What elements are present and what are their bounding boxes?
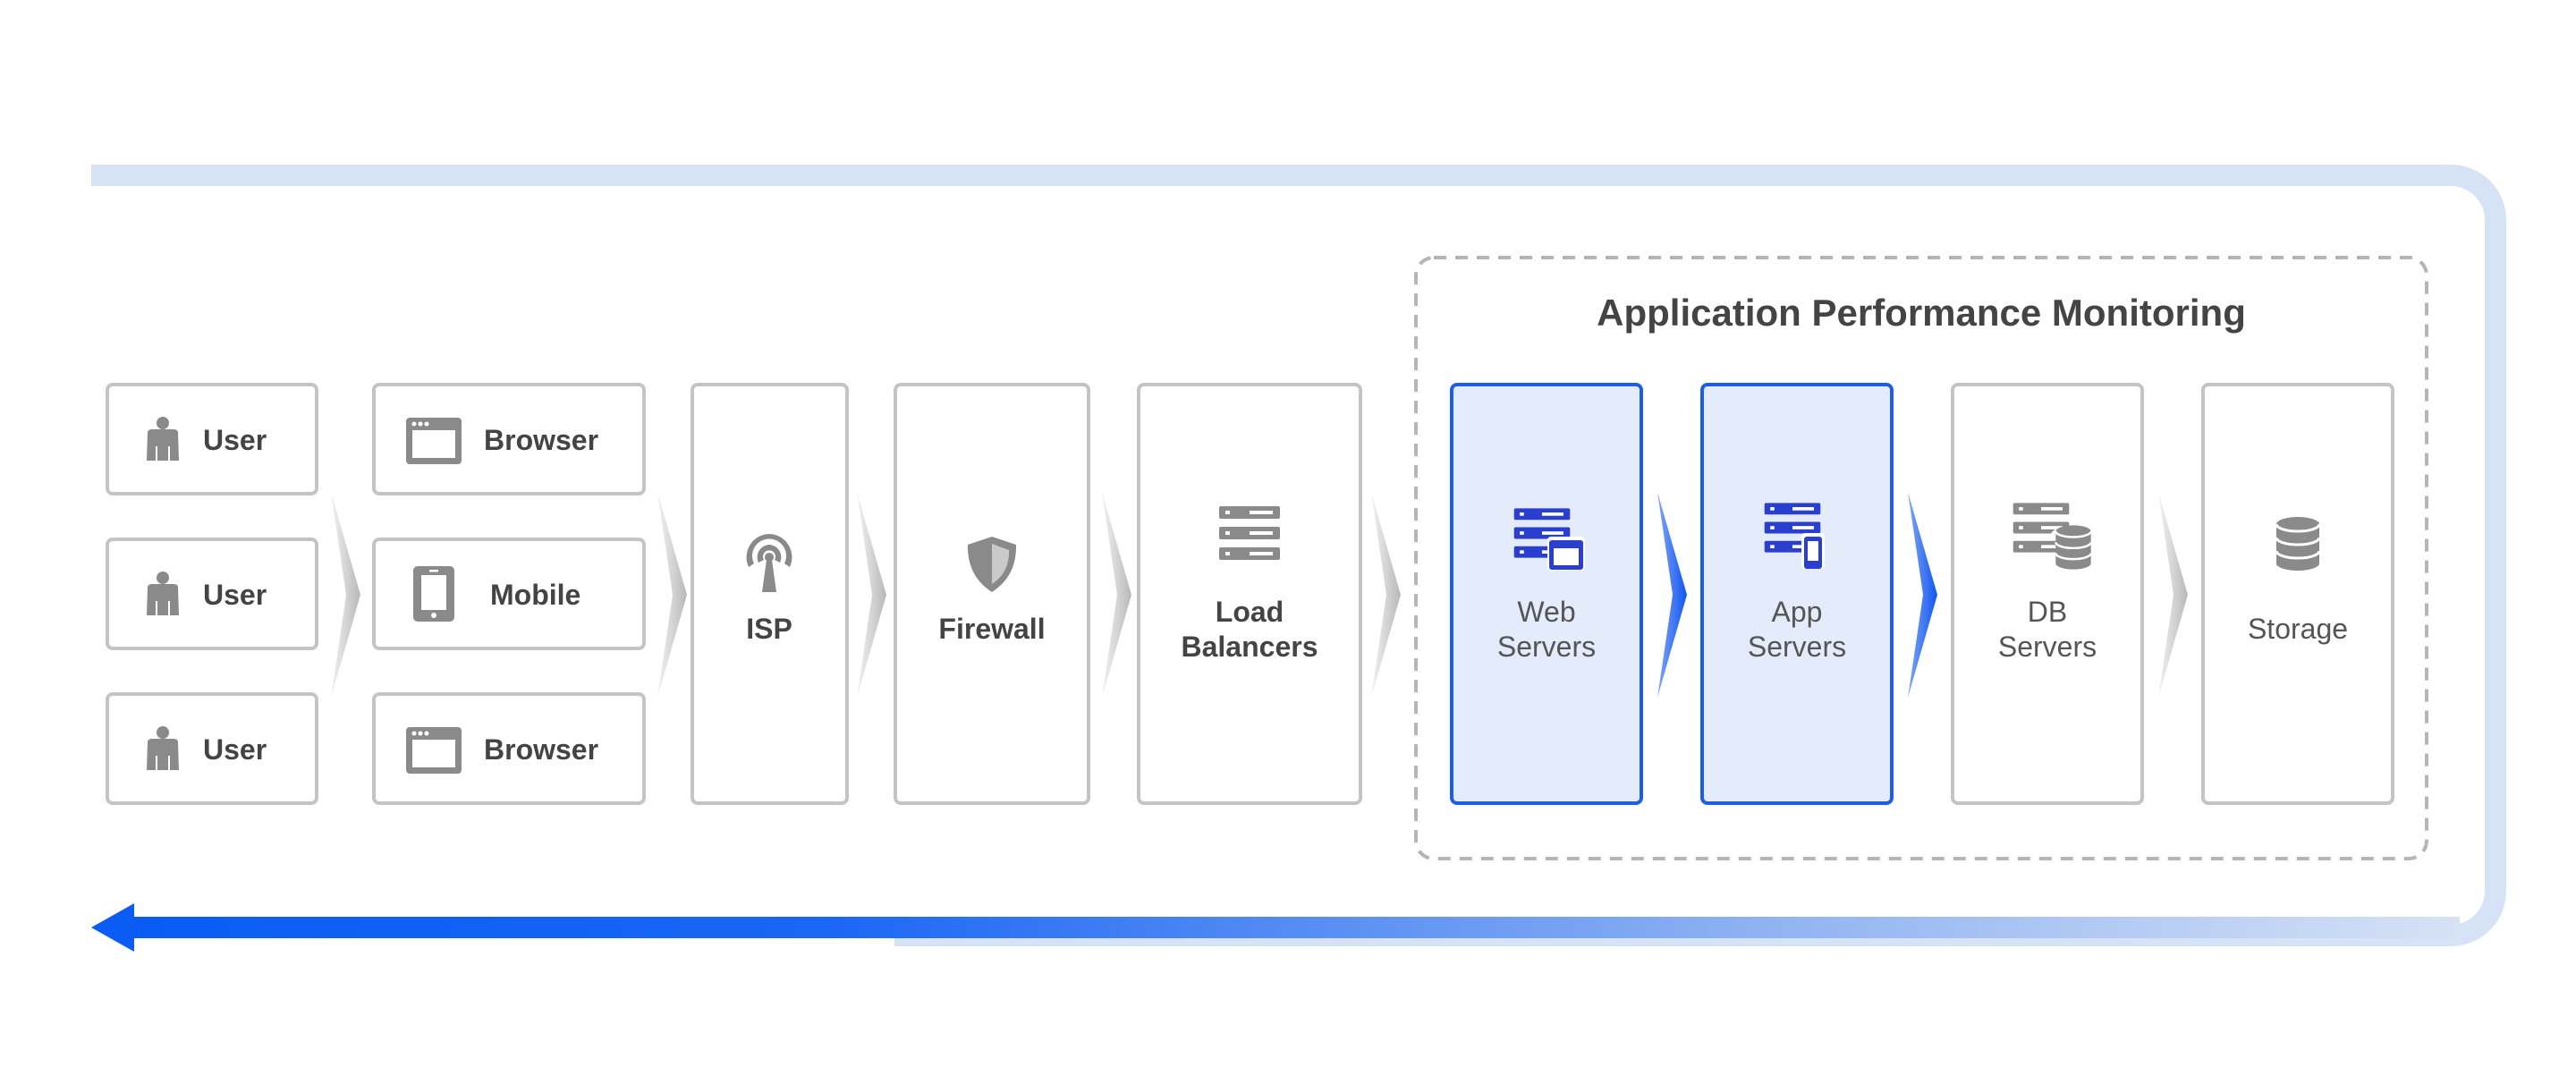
browser-box: Browser xyxy=(372,383,646,495)
apm-region xyxy=(1414,256,2428,860)
storage-box: Storage xyxy=(2201,383,2394,805)
server-rack-icon xyxy=(1219,506,1280,560)
db-servers-label-line2: Servers xyxy=(1998,631,2097,663)
app-servers-label-line2: Servers xyxy=(1748,631,1846,663)
return-arrow-line xyxy=(125,917,2460,938)
isp-label: ISP xyxy=(746,613,792,645)
chevron-gray-icon xyxy=(331,492,360,698)
app-server-icon xyxy=(1764,503,1825,569)
browser-label: Browser xyxy=(484,424,598,456)
web-server-icon xyxy=(1513,508,1585,571)
load-balancers-label-line2: Balancers xyxy=(1182,631,1318,663)
user-box: User xyxy=(106,692,318,805)
chevron-gray-icon xyxy=(1102,492,1131,698)
firewall-box: Firewall xyxy=(894,383,1090,805)
load-balancers-label-line1: Load xyxy=(1216,596,1284,628)
chevron-gray-icon xyxy=(2158,492,2188,698)
user-label: User xyxy=(203,579,267,611)
browser-box: Browser xyxy=(372,692,646,805)
app-servers-label-line1: App xyxy=(1772,596,1823,628)
mobile-label: Mobile xyxy=(490,579,580,611)
web-servers-box: Web Servers xyxy=(1450,383,1643,805)
chevron-gray-icon xyxy=(1371,492,1401,698)
chevron-gray-icon xyxy=(857,492,886,698)
user-label: User xyxy=(203,733,267,766)
web-servers-label-line1: Web xyxy=(1517,596,1575,628)
db-server-icon xyxy=(2012,503,2096,571)
browser-label: Browser xyxy=(484,733,598,766)
apm-title: Application Performance Monitoring xyxy=(1597,292,2246,334)
isp-box: ISP xyxy=(691,383,849,805)
chevron-gray-icon xyxy=(657,492,687,698)
firewall-label: Firewall xyxy=(938,613,1045,645)
web-servers-label-line2: Servers xyxy=(1497,631,1596,663)
user-box: User xyxy=(106,538,318,650)
database-icon xyxy=(2275,515,2321,572)
return-arrow-head xyxy=(91,903,134,952)
load-balancers-box: Load Balancers xyxy=(1137,383,1362,805)
mobile-box: Mobile xyxy=(372,538,646,650)
flow-chevrons xyxy=(331,492,2188,698)
chevron-blue-icon xyxy=(1657,492,1687,698)
db-servers-box: DB Servers xyxy=(1951,383,2144,805)
loop-track xyxy=(91,165,2506,946)
db-servers-label-line1: DB xyxy=(2028,596,2067,628)
chevron-blue-icon xyxy=(1908,492,1937,698)
user-label: User xyxy=(203,424,267,456)
storage-label: Storage xyxy=(2248,613,2348,645)
app-servers-box: App Servers xyxy=(1700,383,1894,805)
user-box: User xyxy=(106,383,318,495)
